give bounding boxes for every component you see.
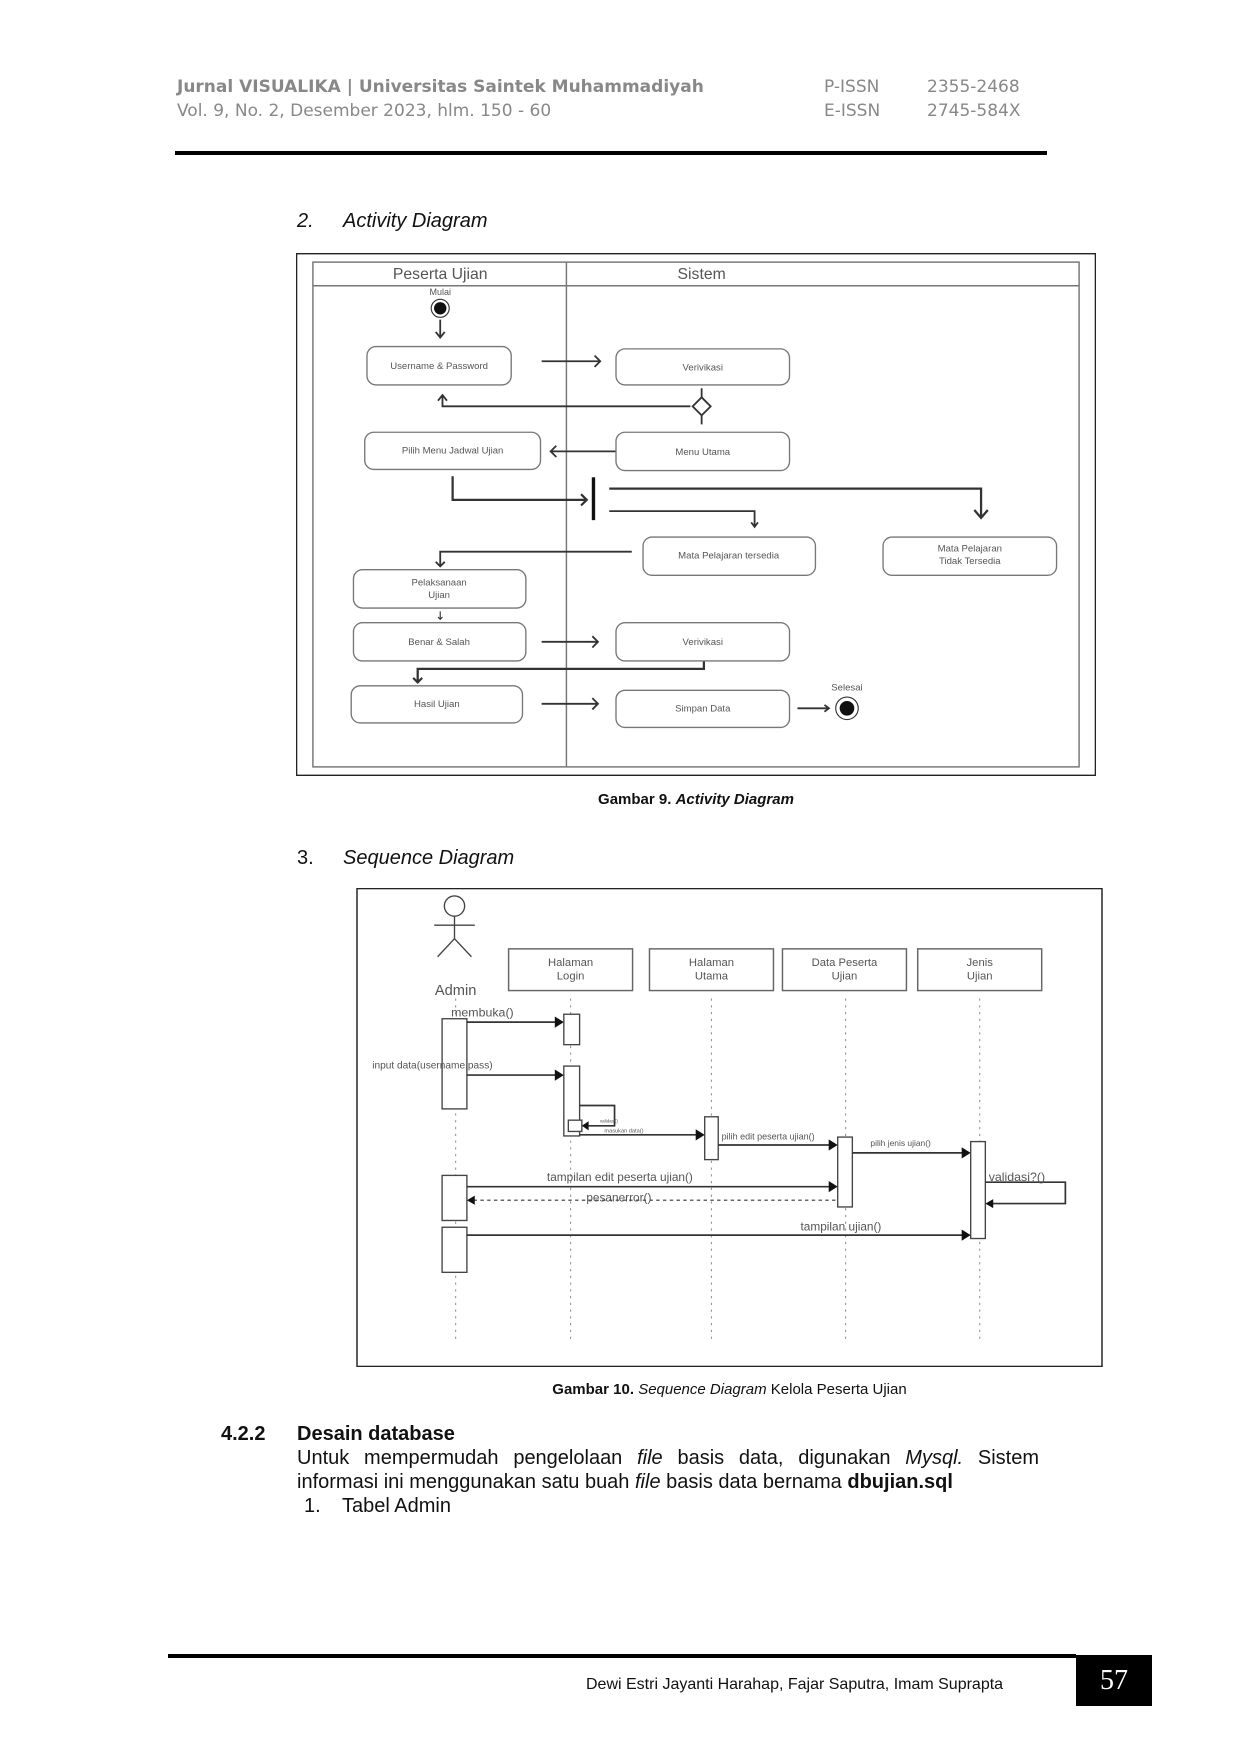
section-number: 3. bbox=[297, 847, 314, 869]
caption-label: Gambar 10. bbox=[552, 1381, 635, 1398]
caption-title: Sequence Diagram bbox=[638, 1381, 767, 1398]
start-node-dot-icon bbox=[434, 302, 447, 315]
pissn-value: 2355-2468 bbox=[927, 77, 1020, 97]
node-label: Mata Pelajaran bbox=[938, 544, 1002, 555]
figure-10-caption: Gambar 10. Sequence Diagram Kelola Peser… bbox=[356, 1381, 1103, 1398]
list-number: 1. bbox=[304, 1495, 321, 1517]
start-node-icon bbox=[430, 298, 450, 318]
lifeline-data-peserta-ujian bbox=[781, 948, 908, 992]
node-label: Pelaksanaan bbox=[411, 577, 466, 588]
end-node-dot-icon bbox=[839, 700, 855, 716]
lifeline-label: Login bbox=[557, 970, 585, 982]
message-label: validasi() bbox=[600, 1118, 619, 1123]
figure-9-caption: Gambar 9. Activity Diagram bbox=[296, 791, 1096, 808]
start-label: Mulai bbox=[429, 287, 451, 297]
paragraph-line-2: informasi ini menggunakan satu buah file… bbox=[297, 1471, 953, 1493]
node-hasil-ujian bbox=[350, 685, 524, 724]
caption-rest: Kelola Peserta Ujian bbox=[766, 1381, 907, 1398]
journal-title: Jurnal VISUALIKA | Universitas Saintek M… bbox=[177, 77, 704, 97]
node-simpan-data bbox=[615, 689, 791, 729]
message-label: membuka() bbox=[451, 1005, 514, 1019]
eissn-value: 2745-584X bbox=[927, 101, 1021, 121]
node-label: Mata Pelajaran tersedia bbox=[678, 550, 780, 561]
activation-bar bbox=[837, 1136, 854, 1208]
message-label: pilih jenis ujian() bbox=[870, 1138, 931, 1148]
lifeline-label: Jenis bbox=[967, 957, 994, 969]
activation-bar bbox=[441, 1226, 468, 1274]
section-title: Activity Diagram bbox=[343, 210, 488, 232]
paragraph-line-1: Untuk mempermudah pengelolaan file basis… bbox=[297, 1447, 1039, 1469]
lifeline-label: Ujian bbox=[832, 970, 858, 982]
message-label: validasi?() bbox=[989, 1170, 1045, 1184]
activation-bar bbox=[441, 1018, 468, 1110]
node-label: Pilih Menu Jadwal Ujian bbox=[402, 446, 504, 457]
node-pilih-menu bbox=[364, 431, 542, 471]
list-item: Tabel Admin bbox=[342, 1495, 451, 1517]
message-label: tampilan ujian() bbox=[801, 1220, 882, 1234]
lifeline-label: Halaman bbox=[689, 957, 734, 969]
activation-bar bbox=[970, 1140, 987, 1240]
figure-border bbox=[296, 253, 1096, 776]
message-label: tampilan edit peserta ujian() bbox=[547, 1170, 693, 1184]
lane-peserta-ujian: Peserta Ujian bbox=[393, 266, 488, 283]
caption-title: Activity Diagram bbox=[675, 791, 794, 808]
end-label: Selesai bbox=[831, 682, 862, 693]
lane-sistem: Sistem bbox=[678, 266, 726, 283]
node-label: Ujian bbox=[428, 590, 450, 601]
lifeline-jenis-ujian bbox=[916, 948, 1043, 992]
footer-rule bbox=[168, 1654, 1076, 1658]
node-label: Verivikasi bbox=[683, 362, 723, 373]
node-mapel-tidak-tersedia bbox=[882, 536, 1058, 577]
message-label: pesanerror() bbox=[586, 1190, 651, 1204]
node-label: Menu Utama bbox=[675, 447, 730, 458]
lifeline-label: Ujian bbox=[967, 970, 993, 982]
end-node-icon bbox=[835, 696, 859, 721]
sequence-diagram: Admin Halaman Login Halaman Utama Data P… bbox=[356, 888, 1103, 1367]
node-label: Verivikasi bbox=[683, 637, 723, 648]
node-menu-utama bbox=[615, 431, 791, 472]
lifeline-label: Utama bbox=[695, 970, 729, 982]
node-benar-salah bbox=[352, 621, 527, 662]
node-label: Hasil Ujian bbox=[414, 699, 460, 710]
message-label: pilih edit peserta ujian() bbox=[722, 1131, 815, 1141]
node-mapel-tersedia bbox=[642, 536, 817, 577]
message-label: input data(username,pass) bbox=[372, 1060, 492, 1071]
section-number: 2. bbox=[297, 210, 314, 232]
lifeline-halaman-utama bbox=[648, 948, 775, 992]
message-label: masukan data() bbox=[604, 1129, 643, 1135]
node-username-password bbox=[366, 345, 512, 386]
section-title: Sequence Diagram bbox=[343, 847, 515, 869]
activation-bar bbox=[704, 1116, 719, 1161]
activity-diagram: Peserta Ujian Sistem Mulai Username & Pa… bbox=[296, 253, 1096, 776]
node-label: Tidak Tersedia bbox=[939, 556, 1001, 567]
lifeline-label: Data Peserta bbox=[812, 957, 878, 969]
activation-bar bbox=[567, 1119, 583, 1133]
pissn-label: P-ISSN bbox=[824, 77, 880, 97]
section-title: Desain database bbox=[297, 1423, 455, 1445]
activation-bar bbox=[563, 1013, 581, 1046]
header-rule bbox=[175, 151, 1047, 155]
actor-icon bbox=[434, 895, 475, 958]
activation-bar bbox=[441, 1174, 468, 1222]
lifeline-halaman-login bbox=[507, 948, 634, 992]
node-verivikasi-2 bbox=[615, 621, 791, 662]
page-number: 57 bbox=[1076, 1655, 1152, 1706]
footer-authors: Dewi Estri Jayanti Harahap, Fajar Saputr… bbox=[586, 1676, 1004, 1693]
lifeline-label: Halaman bbox=[548, 957, 593, 969]
caption-label: Gambar 9. bbox=[598, 791, 672, 808]
journal-volume: Vol. 9, No. 2, Desember 2023, hlm. 150 -… bbox=[177, 101, 552, 121]
eissn-label: E-ISSN bbox=[824, 101, 881, 121]
node-label: Username & Password bbox=[390, 361, 488, 372]
node-pelaksanaan-ujian bbox=[352, 569, 527, 609]
node-label: Benar & Salah bbox=[408, 637, 470, 648]
node-verivikasi-1 bbox=[615, 348, 791, 386]
section-number: 4.2.2 bbox=[221, 1423, 266, 1445]
figure-border bbox=[356, 888, 1103, 1367]
activation-bar bbox=[563, 1065, 581, 1137]
actor-label: Admin bbox=[435, 983, 477, 999]
node-label: Simpan Data bbox=[675, 704, 731, 715]
